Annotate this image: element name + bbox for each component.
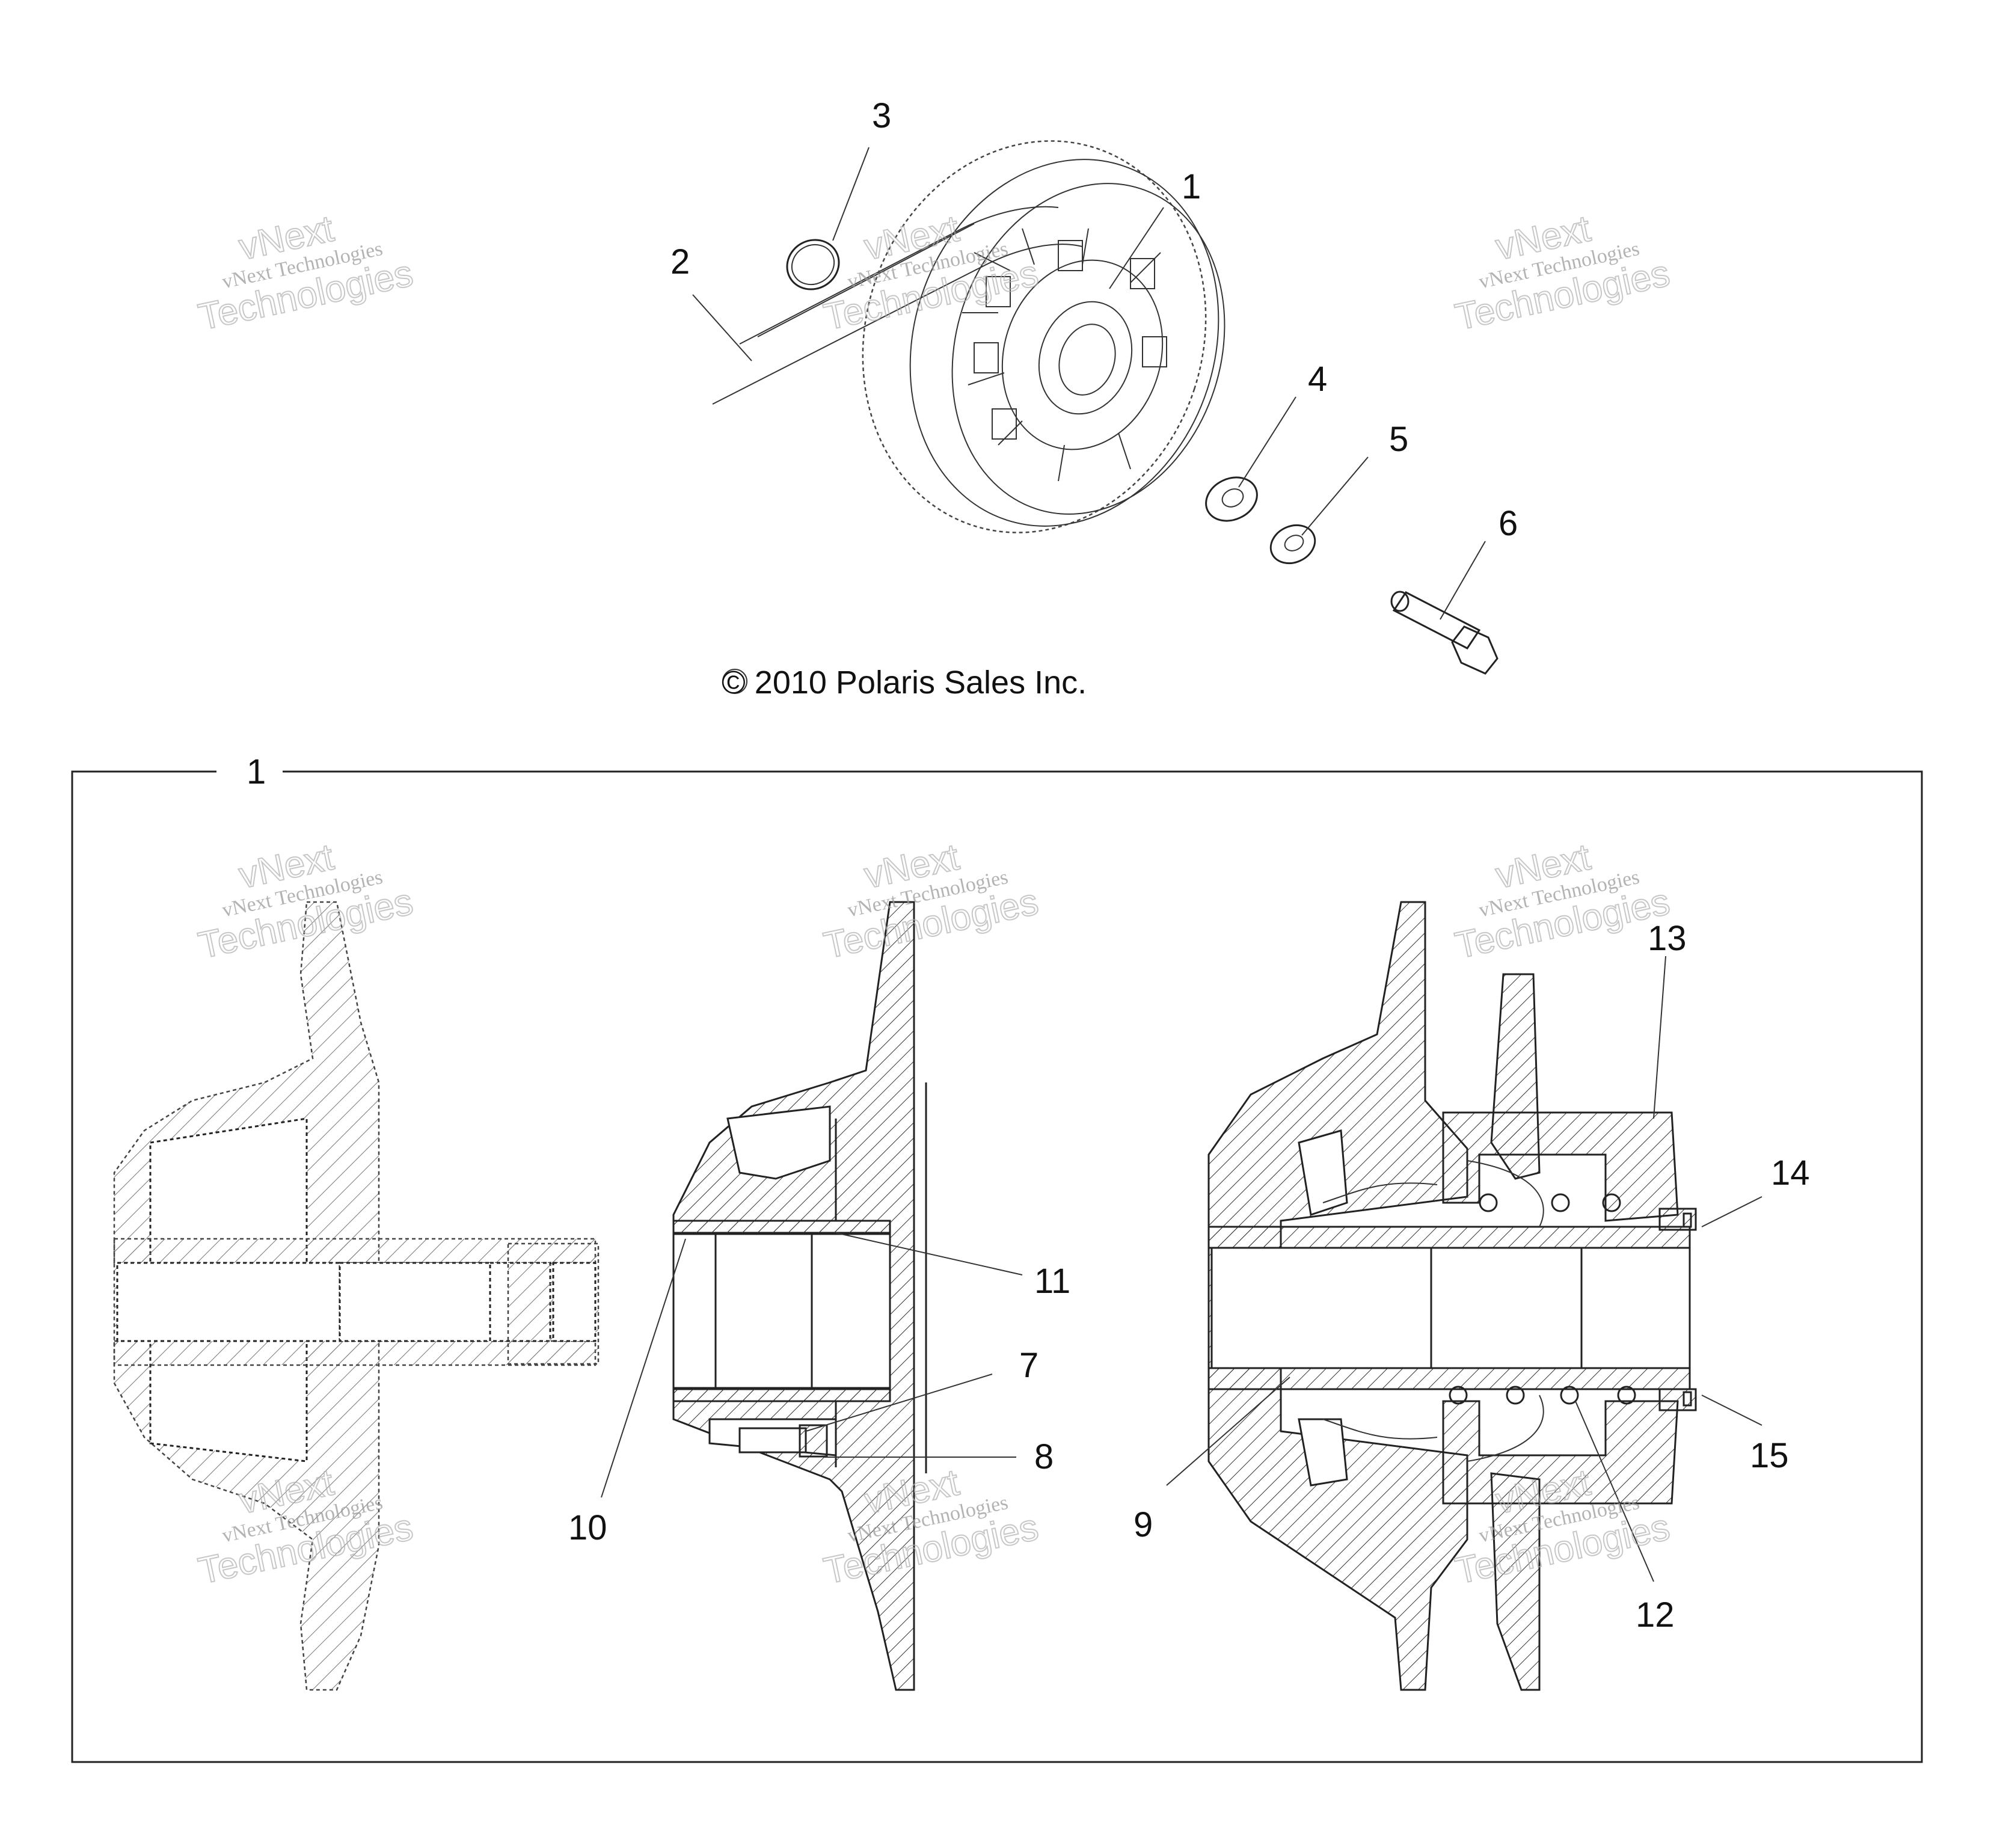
leader-6 — [1440, 541, 1486, 620]
callout-6: 6 — [1499, 504, 1518, 543]
leader-11 — [835, 1232, 1023, 1275]
callout-12: 12 — [1636, 1595, 1675, 1635]
copyright-symbol-icon — [722, 669, 747, 694]
callout-11: 11 — [1034, 1262, 1070, 1301]
callout-5: 5 — [1389, 420, 1408, 459]
callout-1: 1 — [1182, 167, 1201, 206]
callout-3: 3 — [872, 96, 891, 135]
assembly-frame-label: 1 — [247, 752, 266, 791]
callout-10: 10 — [568, 1508, 607, 1547]
leader-9 — [1166, 1377, 1290, 1486]
section-view-moveable-sheave — [672, 901, 927, 1691]
leader-3 — [832, 147, 870, 241]
leader-4 — [1238, 396, 1296, 488]
clutch-assembly — [862, 140, 1226, 533]
callout-8: 8 — [1034, 1437, 1054, 1476]
leader-13 — [1653, 956, 1666, 1119]
watermark-1: vNext vNext Technologies Technologies — [194, 207, 417, 339]
leader-5 — [1301, 456, 1369, 536]
assembly-frame: 1 — [71, 752, 1923, 1763]
callout-15: 15 — [1750, 1436, 1789, 1475]
leader-7 — [805, 1374, 993, 1432]
leader-12 — [1575, 1401, 1654, 1582]
watermark-6: vNext vNext Technologies Technologies — [1451, 836, 1673, 968]
watermark-3: vNext vNext Technologies Technologies — [1451, 207, 1673, 339]
section-view-sheave-shaft — [113, 901, 600, 1691]
section-view-clutch-assembly — [1207, 901, 1697, 1691]
watermark-5: vNext vNext Technologies Technologies — [820, 836, 1042, 968]
washer-small — [1269, 524, 1316, 565]
callout-7: 7 — [1019, 1346, 1038, 1385]
leader-1 — [1109, 207, 1164, 289]
callout-9: 9 — [1134, 1505, 1153, 1544]
watermark-4: vNext vNext Technologies Technologies — [194, 836, 417, 968]
exploded-view: 3 2 1 4 5 6 © 2010 Polaris Sales Inc. — [670, 96, 1518, 701]
leader-14 — [1701, 1196, 1762, 1227]
leader-15 — [1701, 1395, 1762, 1426]
washer-large — [1205, 476, 1258, 522]
bolt — [1390, 591, 1499, 675]
leader-2 — [692, 294, 752, 361]
callout-13: 13 — [1648, 919, 1687, 958]
o-ring — [786, 239, 840, 290]
callout-14: 14 — [1771, 1153, 1810, 1193]
copyright-text: © 2010 Polaris Sales Inc. — [722, 665, 1087, 701]
callout-4: 4 — [1308, 360, 1327, 399]
callout-2: 2 — [670, 242, 690, 281]
leader-10 — [601, 1238, 686, 1498]
